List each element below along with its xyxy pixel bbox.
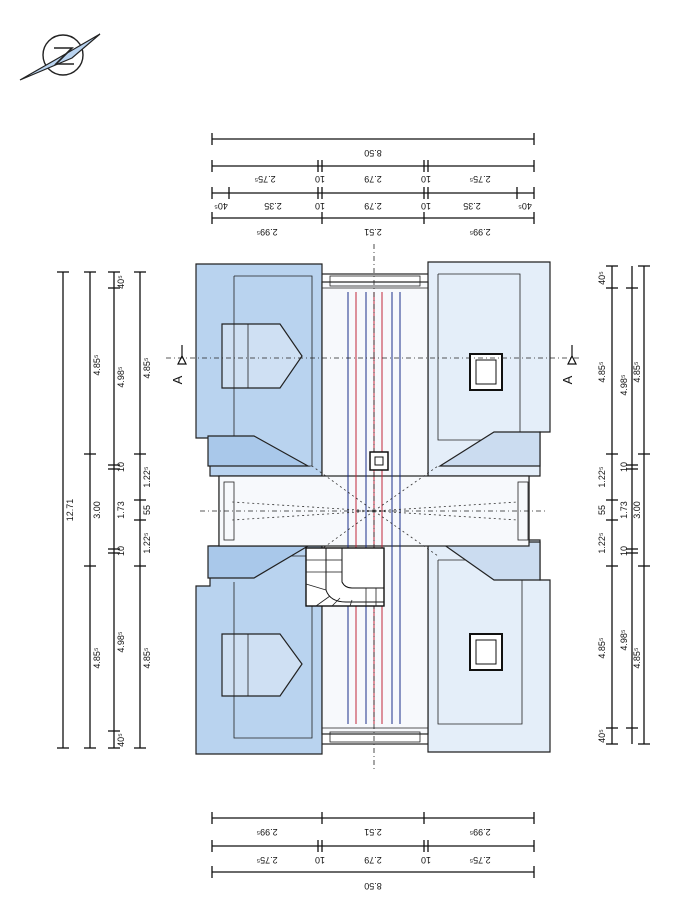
dim-top-overall: 8.50 [364,148,382,158]
dim-right-col3-b: 3.00 [632,501,642,519]
dim-right-col1-d: 55 [597,505,607,515]
dim-bottom-row1-c: 2.99⁵ [469,827,491,837]
dim-left-col3-f: 4.98⁵ [116,631,126,653]
dim-top-row3-f: 2.35 [463,201,481,211]
dim-left-col2-c: 4.85⁵ [92,647,102,669]
dim-left-col3-d: 1.73 [116,501,126,519]
dim-left-col4-e: 4.85⁵ [142,647,152,669]
dim-top-row2-e: 2.75⁵ [469,174,491,184]
dormer-left-top [221,323,303,389]
north-arrow-icon [19,33,101,81]
dormer-left-bottom [221,633,303,697]
left-dimensions: 12.71 4.85⁵ 3.00 4.85⁵ 40⁵ 4.98⁵ 10 1.73… [57,271,152,749]
skylight-bottom [469,633,503,671]
dim-left-col3-g: 40⁵ [116,733,126,747]
dim-bottom-overall: 8.50 [364,881,382,891]
dim-left-col4-c: 55 [142,505,152,515]
top-dimensions: 8.50 2.75⁵ 10 2.79 10 2.75⁵ 40⁵ 2.35 10 … [211,133,535,237]
dim-right-col1-a: 40⁵ [597,271,607,285]
dim-top-row3-a: 40⁵ [214,201,228,211]
dim-left-col3-b: 4.98⁵ [116,366,126,388]
dim-right-col3-a: 4.85⁵ [632,361,642,383]
dim-left-col4-b: 1.22⁵ [142,466,152,488]
dim-right-col1-b: 4.85⁵ [597,361,607,383]
dim-top-row2-d: 10 [421,174,431,184]
dim-top-row4-c: 2.99⁵ [469,227,491,237]
dim-top-row3-c: 10 [315,201,325,211]
dim-right-col1-e: 1.22⁵ [597,532,607,554]
dim-left-col3-e: 10 [116,546,126,556]
dormer-wedge-left-top [207,435,311,467]
dim-left-overall: 12.71 [65,499,75,522]
dim-top-row4-b: 2.51 [364,227,382,237]
dim-bottom-row1-b: 2.51 [364,827,382,837]
dim-right-col2-c: 1.73 [619,501,629,519]
svg-text:A: A [170,375,185,384]
dim-left-col4-d: 1.22⁵ [142,532,152,554]
dim-bottom-row2-b: 10 [315,855,325,865]
dim-top-row3-e: 10 [421,201,431,211]
dim-right-col2-e: 4.98⁵ [619,629,629,651]
dim-bottom-row2-c: 2.79 [364,855,382,865]
section-marker-left: A [170,345,187,384]
dim-top-row3-d: 2.79 [364,201,382,211]
dim-left-col3-c: 10 [116,462,126,472]
dim-left-col4-a: 4.85⁵ [142,357,152,379]
dim-left-col2-a: 4.85⁵ [92,354,102,376]
dim-right-col1-g: 40⁵ [597,729,607,743]
dim-bottom-row2-d: 10 [421,855,431,865]
bottom-dimensions: 2.99⁵ 2.51 2.99⁵ 2.75⁵ 10 2.79 10 2.75⁵ … [211,812,535,891]
dim-right-col1-c: 1.22⁵ [597,466,607,488]
dim-top-row3-g: 40⁵ [518,201,532,211]
dim-top-row4-a: 2.99⁵ [256,227,278,237]
dormer-wedge-right-top [437,431,541,467]
dim-right-col2-d: 10 [619,546,629,556]
plan-body [166,244,580,770]
svg-text:A: A [560,375,575,384]
section-marker-right: A [560,345,577,384]
right-dimensions: 40⁵ 4.85⁵ 1.22⁵ 55 1.22⁵ 4.85⁵ 40⁵ 4.98⁵… [597,265,650,745]
dim-top-row2-b: 10 [315,174,325,184]
chimney [369,451,389,471]
skylight-top [469,353,503,391]
dim-right-col2-a: 4.98⁵ [619,374,629,396]
dim-top-row2-c: 2.79 [364,174,382,184]
dim-bottom-row1-a: 2.99⁵ [256,827,278,837]
dim-right-col3-c: 4.85⁵ [632,647,642,669]
dim-top-row3-b: 2.35 [264,201,282,211]
dim-left-col2-b: 3.00 [92,501,102,519]
dim-top-row2-a: 2.75⁵ [254,174,276,184]
dim-right-col2-b: 10 [619,462,629,472]
dim-right-col1-f: 4.85⁵ [597,637,607,659]
staircase [305,547,385,607]
dim-bottom-row2-a: 2.75⁵ [256,855,278,865]
dim-left-col3-a: 40⁵ [116,275,126,289]
dim-bottom-row2-e: 2.75⁵ [469,855,491,865]
